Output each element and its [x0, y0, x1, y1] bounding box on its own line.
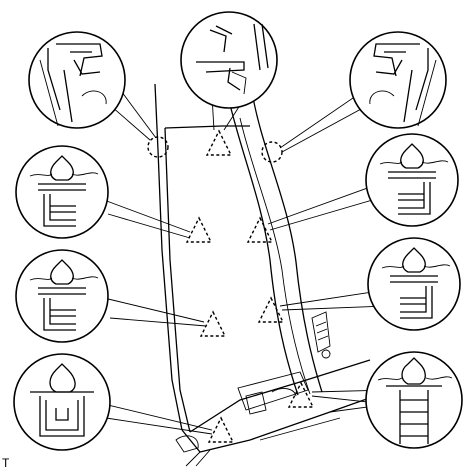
clip-marker-circle-right: [261, 141, 283, 163]
clip-marker-circle-left: [147, 136, 169, 158]
corner-label: T: [2, 456, 10, 470]
callout-leaders: [87, 67, 397, 435]
detail-circle-bracket-clip-top-center: [180, 11, 278, 109]
detail-circle-box-clip-bottom-left: [13, 353, 111, 451]
detail-circle-hook-clip-top-right: [349, 31, 447, 129]
detail-circle-push-clip-right-2: [367, 237, 461, 331]
clip-marker-triangle-bottom-right: [287, 381, 315, 408]
clip-marker-triangle-left-1: [185, 216, 213, 243]
detail-circle-push-clip-right-1: [365, 133, 459, 227]
pillar-trim-panel: [154, 83, 421, 467]
clip-marker-triangle-left-2: [199, 310, 227, 337]
detail-circle-push-clip-left-1: [15, 145, 109, 239]
clip-marker-triangle-bottom-left: [207, 416, 235, 443]
detail-circle-hook-clip-top-left: [28, 31, 126, 129]
clip-marker-triangle-top: [205, 129, 233, 156]
clip-marker-triangle-right-2: [257, 296, 285, 323]
detail-circle-ladder-clip-bottom-right: [365, 351, 463, 449]
detail-circle-push-clip-left-2: [15, 249, 109, 343]
clip-marker-triangle-right-1: [246, 216, 274, 243]
